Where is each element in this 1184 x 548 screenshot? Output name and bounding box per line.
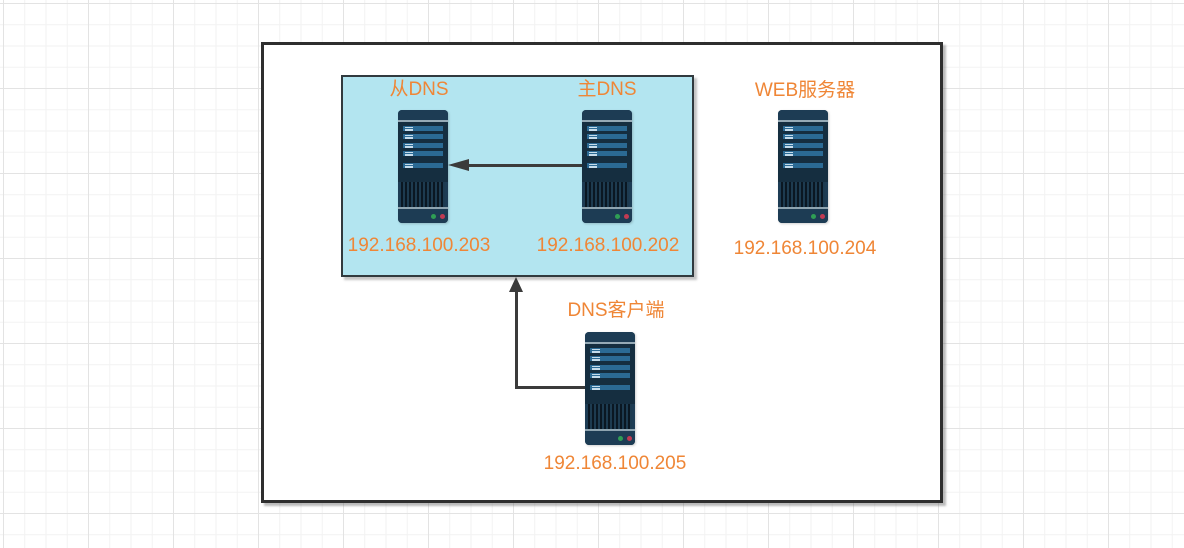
node-label-web-server: WEB服务器 — [754, 80, 856, 101]
drive-bar — [587, 126, 627, 131]
drive-bar — [783, 126, 823, 131]
red-led-icon — [440, 213, 445, 219]
server-top-cap — [398, 110, 448, 120]
server-top-cap — [585, 332, 635, 342]
server-base-separator — [582, 207, 632, 209]
query-arrow-vertical-line — [515, 289, 518, 388]
red-led-icon — [820, 213, 825, 219]
green-led-icon — [811, 213, 816, 219]
server-top-cap — [778, 110, 828, 120]
arrow-up-icon — [509, 277, 523, 292]
server-drive-panel — [582, 122, 632, 182]
red-led-icon — [624, 213, 629, 219]
drive-bar — [783, 163, 823, 168]
server-base-separator — [778, 207, 828, 209]
node-ip-master-dns: 192.168.100.202 — [536, 235, 680, 256]
drive-bar — [590, 373, 630, 378]
drive-bar — [587, 163, 627, 168]
server-vent-grille — [588, 404, 632, 429]
server-separator — [778, 120, 828, 122]
server-icon-master-dns[interactable] — [582, 110, 632, 223]
arrow-left-icon — [448, 159, 469, 171]
drive-bar — [403, 134, 443, 139]
server-base — [585, 431, 635, 445]
drive-bar — [590, 385, 630, 390]
drive-bar — [590, 356, 630, 361]
replication-arrow-line — [466, 164, 582, 167]
server-separator — [585, 342, 635, 344]
server-vent-grille — [585, 182, 629, 207]
server-icon-web-server[interactable] — [778, 110, 828, 223]
server-separator — [582, 120, 632, 122]
green-led-icon — [431, 213, 436, 219]
drive-bar — [590, 348, 630, 353]
server-top-cap — [582, 110, 632, 120]
server-base — [778, 209, 828, 223]
node-label-slave-dns: 从DNS — [389, 79, 449, 100]
drive-bar — [403, 143, 443, 148]
drive-bar — [783, 151, 823, 156]
drive-bar — [403, 151, 443, 156]
drive-bar — [403, 126, 443, 131]
node-label-dns-client: DNS客户端 — [567, 300, 665, 321]
server-base-separator — [585, 429, 635, 431]
drive-bar — [590, 365, 630, 370]
drive-bar — [783, 134, 823, 139]
server-icon-dns-client[interactable] — [585, 332, 635, 445]
server-icon-slave-dns[interactable] — [398, 110, 448, 223]
green-led-icon — [615, 213, 620, 219]
drive-bar — [783, 143, 823, 148]
query-arrow-horizontal-line — [515, 386, 586, 389]
drive-bar — [587, 143, 627, 148]
node-label-master-dns: 主DNS — [577, 79, 637, 100]
drive-bar — [587, 134, 627, 139]
red-led-icon — [627, 435, 632, 441]
server-vent-grille — [781, 182, 825, 207]
server-drive-panel — [585, 344, 635, 404]
server-separator — [398, 120, 448, 122]
node-ip-slave-dns: 192.168.100.203 — [347, 235, 491, 256]
server-vent-grille — [401, 182, 445, 207]
server-drive-panel — [398, 122, 448, 182]
node-ip-web-server: 192.168.100.204 — [733, 238, 877, 259]
node-ip-dns-client: 192.168.100.205 — [543, 453, 687, 474]
server-base — [398, 209, 448, 223]
server-base-separator — [398, 207, 448, 209]
drive-bar — [403, 163, 443, 168]
green-led-icon — [618, 435, 623, 441]
server-base — [582, 209, 632, 223]
drive-bar — [587, 151, 627, 156]
server-drive-panel — [778, 122, 828, 182]
